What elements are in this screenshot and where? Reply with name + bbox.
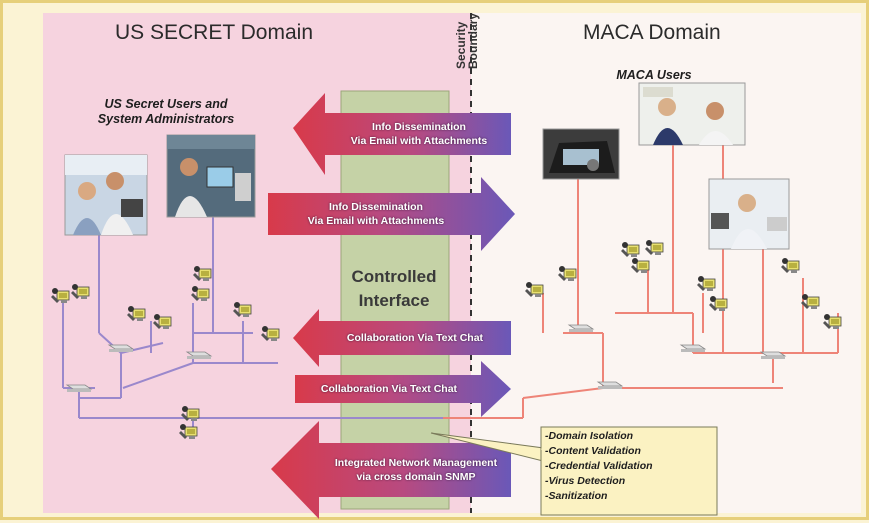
maca-users-photo-2 bbox=[708, 178, 790, 250]
flow-label-2-line1: Info Dissemination bbox=[329, 201, 423, 213]
maca-network-lines bbox=[443, 143, 839, 419]
maca-users-photo-1 bbox=[638, 82, 746, 146]
capability-item: -Content Validation bbox=[545, 445, 641, 457]
flow-label-5-line2: via cross domain SNMP bbox=[356, 471, 476, 483]
us-users-label: US Secret Users and System Administrator… bbox=[73, 97, 259, 127]
us-users-label-line2: System Administrators bbox=[97, 112, 235, 126]
capability-item: -Credential Validation bbox=[545, 460, 653, 472]
boundary-label-line2: Boundary bbox=[466, 12, 480, 69]
flow-label-1-line1: Info Dissemination bbox=[372, 121, 466, 133]
flow-label-5: Integrated Network Management via cross … bbox=[321, 456, 511, 484]
email-dissemination-right-arrow bbox=[268, 177, 515, 251]
controlled-interface-line2: Interface bbox=[358, 291, 430, 310]
interface-capabilities-list: -Domain Isolation -Content Validation -C… bbox=[545, 429, 715, 504]
network-diagram bbox=[43, 13, 861, 519]
flow-label-1-line2: Via Email with Attachments bbox=[350, 135, 488, 147]
flow-label-4: Collaboration Via Text Chat bbox=[320, 383, 458, 395]
flow-label-1: Info Dissemination Via Email with Attach… bbox=[329, 120, 509, 148]
email-dissemination-left-arrow bbox=[293, 93, 511, 175]
maca-users-label: MACA Users bbox=[616, 68, 692, 82]
network-management-left-arrow bbox=[271, 421, 511, 519]
controlled-interface-line1: Controlled bbox=[351, 267, 437, 286]
flow-label-5-line1: Integrated Network Management bbox=[334, 457, 498, 469]
maca-domain-title: MACA Domain bbox=[583, 21, 721, 44]
callout-box bbox=[540, 426, 718, 516]
capability-item: -Virus Detection bbox=[545, 475, 626, 487]
us-users-photo-2 bbox=[166, 134, 256, 218]
capability-item: -Sanitization bbox=[545, 490, 608, 502]
capability-item: -Domain Isolation bbox=[545, 430, 634, 442]
chat-right-arrow bbox=[295, 361, 511, 417]
controlled-interface-box bbox=[340, 90, 450, 510]
security-boundary-label: Security Boundary bbox=[454, 12, 511, 69]
flow-label-2: Info Dissemination Via Email with Attach… bbox=[273, 200, 479, 228]
us-users-label-line1: US Secret Users and bbox=[104, 97, 228, 111]
controlled-interface-label: Controlled Interface bbox=[341, 265, 447, 313]
us-users-photo-1 bbox=[64, 154, 148, 236]
maca-car-photo bbox=[542, 128, 620, 180]
us-secret-domain-title: US SECRET Domain bbox=[115, 21, 314, 44]
flow-label-3: Collaboration Via Text Chat bbox=[346, 332, 484, 344]
flow-label-2-line2: Via Email with Attachments bbox=[307, 215, 445, 227]
chat-left-arrow bbox=[293, 309, 511, 367]
